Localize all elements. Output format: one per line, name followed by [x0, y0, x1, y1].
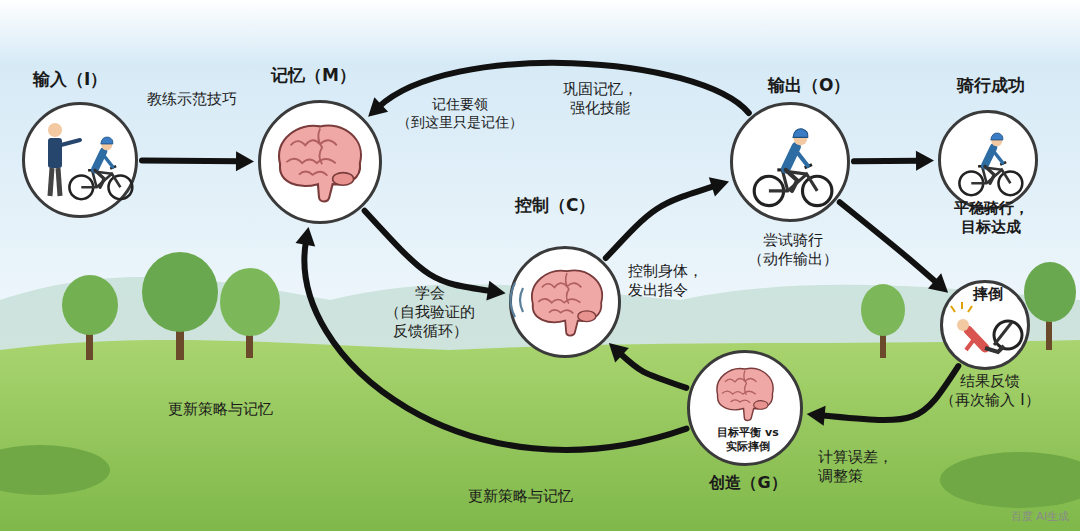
arrow-head	[609, 343, 629, 363]
annotation: 更新策略与记忆	[150, 400, 290, 419]
flow-arrow	[296, 227, 687, 450]
art-part	[246, 310, 253, 358]
stage-title: 控制（C）	[515, 195, 635, 216]
arrow-line	[142, 158, 240, 165]
stage-note: 创造（G）	[703, 473, 793, 493]
stage-title: 输出（O）	[768, 75, 888, 96]
arrow-head	[236, 151, 254, 171]
arrow-label: 教练示范技巧	[132, 90, 252, 109]
stage-note: 尝试骑行 （动作输出）	[738, 231, 848, 269]
flow-arrow	[142, 151, 254, 171]
art-part	[142, 252, 218, 332]
stage-circle: 骑行成功平稳骑行， 目标达成	[938, 110, 1038, 210]
stage-title: 记忆（M）	[271, 65, 401, 86]
arrow-head	[928, 273, 948, 292]
stage-title: 骑行成功	[941, 75, 1041, 96]
arrow-head	[368, 97, 388, 117]
art-part	[1046, 300, 1052, 350]
arrow-head	[709, 177, 729, 196]
art-part	[62, 275, 118, 335]
arrow-line	[365, 211, 492, 292]
arrow-line	[606, 186, 716, 258]
annotation: 计算误差， 调整策	[818, 448, 898, 486]
arrow-head	[807, 406, 826, 426]
stage-title: 目标平衡 vs 实际摔倒	[708, 426, 788, 454]
arrow-line	[619, 352, 686, 387]
grass-field	[0, 340, 1080, 531]
arrow-label: 更新策略与记忆	[445, 487, 595, 506]
annotation: 控制身体， 发出指令	[628, 262, 718, 300]
flow-arrow	[609, 343, 686, 388]
art-part	[1024, 262, 1076, 322]
art-part	[86, 315, 93, 360]
stage-circle: 输入（I）	[22, 102, 138, 218]
stage-circle: 摔倒	[940, 280, 1030, 370]
stage-title: 摔倒	[968, 285, 1008, 304]
arrow-head	[486, 281, 505, 301]
stage-circle: 目标平衡 vs 实际摔倒创造（G）	[687, 350, 803, 466]
arrow-line	[821, 366, 959, 420]
arrow-label: 结果反馈 （再次输入 I）	[925, 372, 1055, 410]
art-part	[940, 452, 1080, 508]
stage-title: 输入（I）	[33, 69, 153, 90]
arrow-head	[916, 151, 934, 171]
watermark: 百度 AI生成	[1000, 510, 1080, 524]
art-part	[880, 318, 886, 358]
flow-arrow	[606, 177, 729, 258]
flow-arrow	[368, 63, 749, 117]
stage-note: 平稳骑行， 目标达成	[936, 199, 1046, 237]
stage-circle: 输出（O）尝试骑行 （动作输出）	[730, 102, 850, 222]
art-part	[176, 300, 184, 360]
stage-circle: 控制（C）	[509, 246, 621, 358]
stage-circle: 记忆（M）	[258, 100, 382, 224]
annotation: 学会 （自我验证的 反馈循环）	[375, 284, 485, 340]
arrow-line	[840, 202, 938, 283]
art-part	[220, 268, 280, 336]
flow-arrow	[840, 202, 948, 292]
flow-arrow	[854, 151, 934, 171]
art-part	[0, 445, 110, 495]
arrow-label: 巩固记忆， 强化技能	[545, 80, 655, 118]
arrow-head	[296, 227, 316, 246]
flow-arrow	[807, 366, 959, 426]
art-part	[861, 284, 905, 336]
annotation: 记住要领 （到这里只是记住）	[390, 96, 530, 131]
arrow-line	[854, 158, 920, 165]
